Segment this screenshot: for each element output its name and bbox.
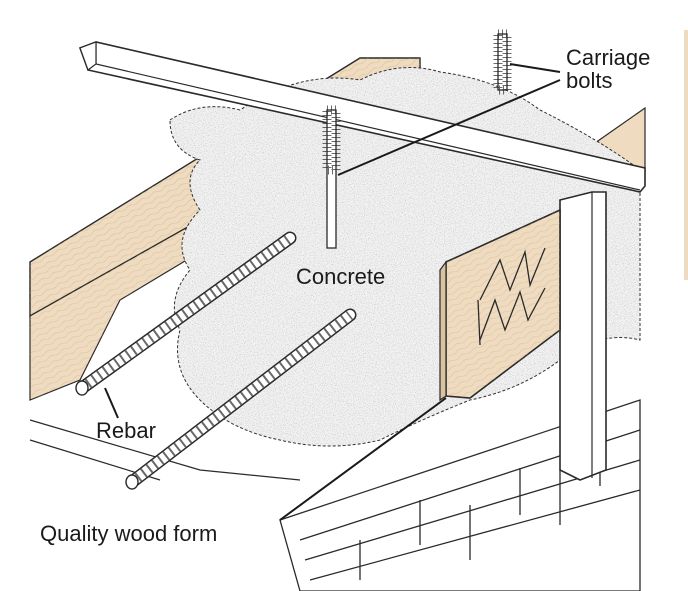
carriage-bolt-left: [322, 105, 341, 249]
carriage-bolt-right: [493, 29, 512, 95]
rebar-label: Rebar: [96, 418, 156, 443]
concrete-label: Concrete: [296, 264, 386, 289]
leader-lines: [104, 63, 561, 521]
rebar-upper: [75, 231, 297, 396]
carriage-bolts-label-line1: Carriage: [566, 45, 651, 70]
right-wood-strip: [684, 30, 688, 280]
carriage-bolts-label-line2: bolts: [566, 68, 613, 94]
quality-wood-form-label: Quality wood form: [40, 521, 218, 546]
vertical-post: [559, 191, 607, 481]
top-beam: [78, 41, 646, 193]
rebar-lower: [125, 308, 357, 490]
carriage-bolts-label: Carriage bolts: [566, 46, 650, 92]
front-wood-form: [439, 208, 561, 402]
